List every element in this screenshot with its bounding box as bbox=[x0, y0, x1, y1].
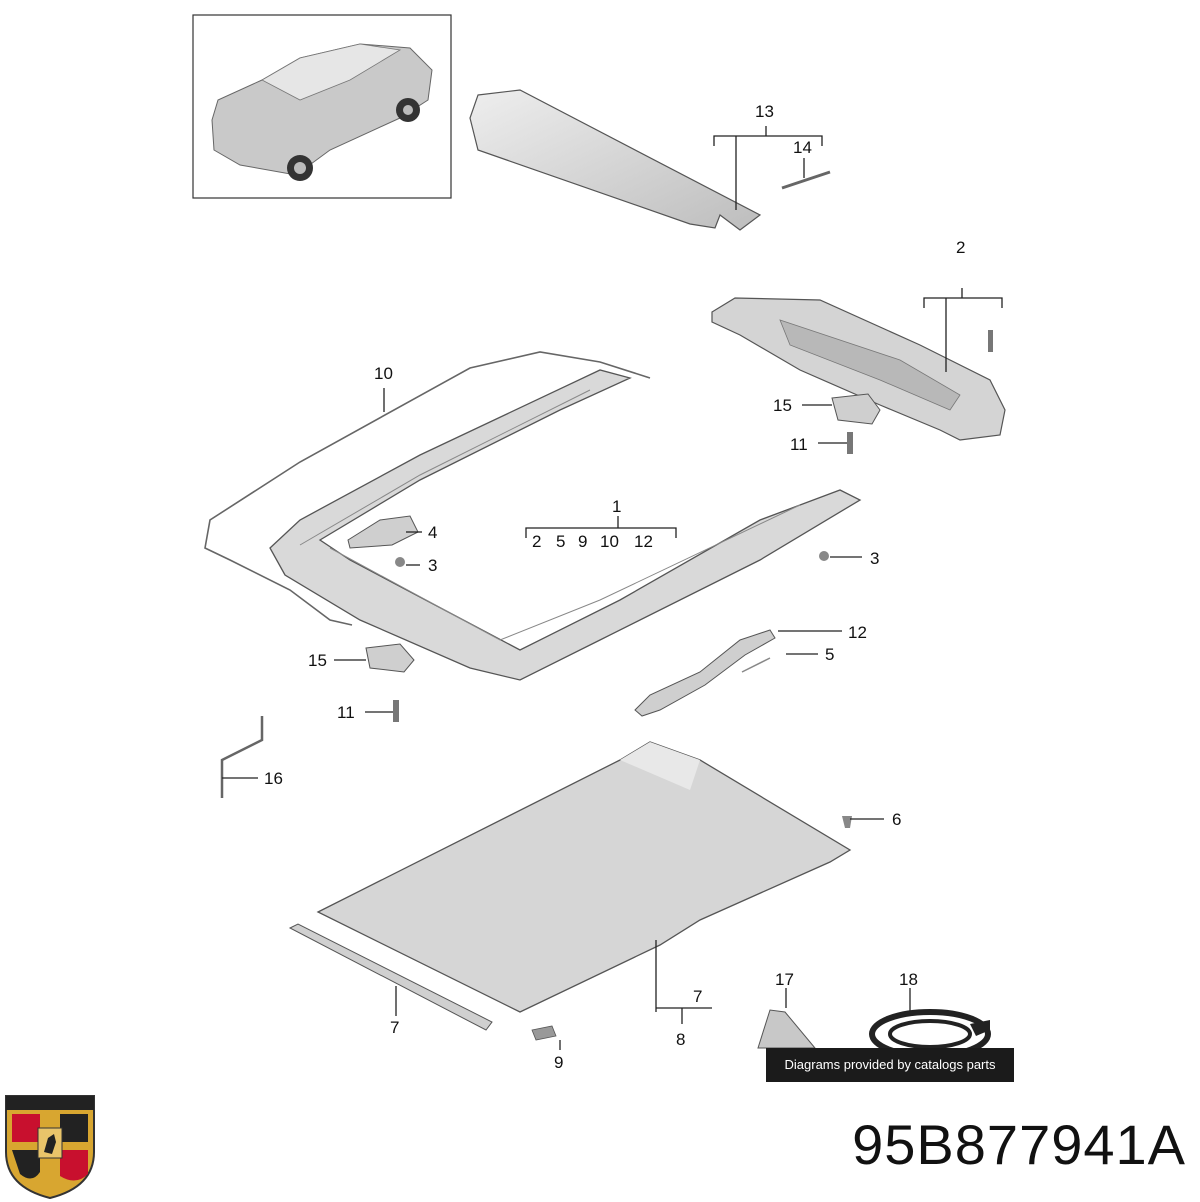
rod-16 bbox=[220, 716, 264, 798]
drain-cable-10 bbox=[204, 351, 651, 626]
callout-3-right: 3 bbox=[870, 549, 879, 568]
motor-lower bbox=[365, 643, 415, 673]
screw-11-lower bbox=[393, 700, 399, 722]
callout-6: 6 bbox=[892, 810, 901, 829]
clip-3a bbox=[395, 557, 405, 567]
callout-1-sub-9: 9 bbox=[578, 532, 587, 551]
clip-6 bbox=[842, 816, 852, 828]
callout-11-lower: 11 bbox=[337, 703, 355, 722]
pin-14 bbox=[781, 170, 831, 190]
callout-17: 17 bbox=[775, 970, 794, 989]
callout-1-sub-12: 12 bbox=[634, 532, 653, 551]
callout-12: 12 bbox=[848, 623, 867, 642]
callout-7-right: 7 bbox=[693, 987, 702, 1006]
screw-11-upper bbox=[847, 432, 853, 454]
callout-15-lower: 15 bbox=[308, 651, 327, 670]
clip-9 bbox=[531, 1025, 557, 1041]
callout-1-sub-5: 5 bbox=[556, 532, 565, 551]
callout-10: 10 bbox=[374, 364, 393, 383]
callout-4: 4 bbox=[428, 523, 437, 542]
wind-deflector bbox=[469, 89, 762, 231]
callout-1-sub-10: 10 bbox=[600, 532, 619, 551]
main-frame bbox=[269, 369, 862, 681]
callout-15-upper: 15 bbox=[773, 396, 792, 415]
strip-7 bbox=[288, 923, 493, 1031]
callout-11-upper: 11 bbox=[790, 435, 808, 454]
callout-14: 14 bbox=[793, 138, 812, 157]
vehicle-inset bbox=[192, 14, 452, 199]
roller-blind bbox=[316, 741, 852, 1013]
porsche-crest-logo bbox=[5, 1095, 95, 1200]
callout-7-left: 7 bbox=[390, 1018, 399, 1037]
rear-frame-housing bbox=[711, 297, 1006, 441]
rail-mechanism bbox=[634, 629, 776, 717]
leader-lines bbox=[222, 126, 1003, 1050]
callout-1-sub-2: 2 bbox=[532, 532, 541, 551]
callout-16: 16 bbox=[264, 769, 283, 788]
callout-3-left: 3 bbox=[428, 556, 437, 575]
callout-1: 1 bbox=[612, 497, 621, 516]
clip-3b bbox=[819, 551, 829, 561]
motor-upper bbox=[831, 393, 881, 425]
part-number: 95B877941A bbox=[852, 1113, 1186, 1176]
callout-5: 5 bbox=[825, 645, 834, 664]
credit-banner: Diagrams provided by catalogs parts bbox=[766, 1048, 1014, 1082]
cable-5 bbox=[741, 657, 771, 673]
tube-17 bbox=[757, 1009, 817, 1049]
callout-9: 9 bbox=[554, 1053, 563, 1072]
callout-2: 2 bbox=[956, 238, 965, 257]
callout-18: 18 bbox=[899, 970, 918, 989]
callout-8: 8 bbox=[676, 1030, 685, 1049]
callout-13: 13 bbox=[755, 102, 774, 121]
screw-2 bbox=[988, 330, 993, 352]
